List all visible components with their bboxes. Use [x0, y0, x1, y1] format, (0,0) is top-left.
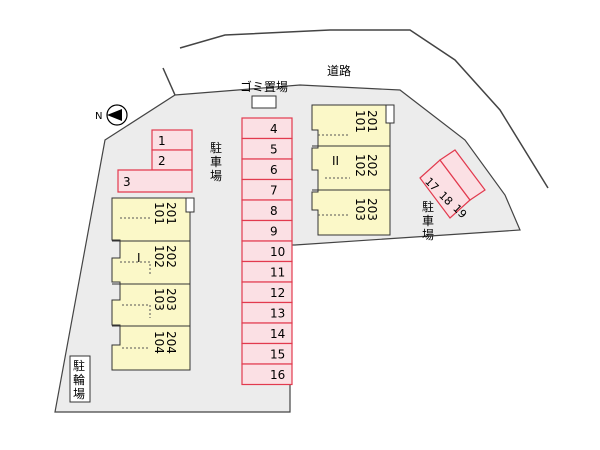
building-2-unit-3-bottom: 103 — [353, 198, 367, 221]
building-2-name: II — [332, 154, 339, 168]
building-1-unit-2-bottom: 102 — [152, 245, 166, 268]
parking-right-label: 駐 車 場 — [422, 199, 434, 242]
bike-label-char-2: 場 — [73, 387, 85, 401]
parking-slot-label-14: 14 — [270, 327, 285, 341]
parking-slot-label-9: 9 — [270, 225, 278, 239]
road-edge-lower — [162, 67, 176, 96]
parking-center-label: 駐 車 場 — [210, 140, 222, 183]
parking-slot-label-7: 7 — [270, 184, 278, 198]
parking-center-label-char-2: 場 — [210, 169, 222, 183]
parking-slot-3: 3 — [123, 175, 131, 189]
building-2-unit-3-top: 203 — [365, 198, 379, 221]
parking-center-group: 4 5 6 7 8 9 10 11 12 13 14 15 16 — [241, 117, 293, 386]
building-2-unit-1-bottom: 101 — [353, 110, 367, 133]
building-1-name: I — [137, 251, 141, 265]
parking-slot-16 — [241, 363, 293, 386]
parking-right-label-char-1: 車 — [422, 214, 434, 228]
parking-slot-label-10: 10 — [270, 245, 285, 259]
bike-label-char-0: 駐 — [73, 358, 85, 373]
parking-slot-7 — [241, 178, 293, 201]
building-1-unit-3-top: 203 — [164, 288, 178, 311]
building-1-unit-4-bottom: 104 — [152, 331, 166, 354]
parking-slot-label-12: 12 — [270, 286, 285, 300]
parking-slot-label-15: 15 — [270, 348, 285, 362]
bike-parking: 駐 輪 場 — [69, 355, 91, 403]
parking-slot-label-8: 8 — [270, 204, 278, 218]
parking-right-label-char-2: 場 — [422, 228, 434, 242]
building-2: II — [311, 104, 395, 236]
building-1-unit-2-top: 202 — [164, 245, 178, 268]
bike-label-char-1: 輪 — [73, 372, 85, 387]
parking-slot-label-13: 13 — [270, 307, 285, 321]
north-letter: N — [95, 111, 102, 122]
road-edge — [179, 29, 549, 189]
road-label: 道路 — [327, 63, 351, 78]
building-2-unit-2-bottom: 102 — [353, 154, 367, 177]
parking-slot-label-4: 4 — [270, 122, 278, 136]
parking-slot-label-6: 6 — [270, 163, 278, 177]
parking-slot-9 — [241, 219, 293, 242]
parking-slot-5 — [241, 137, 293, 160]
parking-slot-label-16: 16 — [270, 368, 285, 382]
building-2-unit-2-top: 202 — [365, 154, 379, 177]
parking-slot-4 — [241, 117, 293, 140]
garbage-label: ゴミ置場 — [240, 79, 288, 94]
building-1-unit-1-bottom: 101 — [152, 202, 166, 225]
parking-slot-label-11: 11 — [270, 266, 285, 280]
building-2-unit-1-top: 201 — [365, 110, 379, 133]
parking-slot-2: 2 — [158, 154, 166, 168]
parking-slot-label-5: 5 — [270, 143, 278, 157]
parking-slot-6 — [241, 158, 293, 181]
parking-right-label-char-0: 駐 — [422, 199, 434, 214]
north-arrow: N — [95, 104, 128, 126]
building-1-unit-3-bottom: 103 — [152, 288, 166, 311]
building-1-unit-4-top: 204 — [164, 331, 178, 354]
building-1-unit-1-top: 201 — [164, 202, 178, 225]
garbage-box — [251, 95, 277, 109]
parking-slot-8 — [241, 199, 293, 222]
parking-slot-1: 1 — [158, 134, 166, 148]
building-1: I — [111, 197, 195, 371]
parking-center-label-char-0: 駐 — [210, 140, 222, 155]
parking-right-group: 17 18 19 — [419, 149, 486, 221]
parking-left-group: 1 2 3 — [117, 129, 193, 193]
parking-center-label-char-1: 車 — [210, 155, 222, 169]
